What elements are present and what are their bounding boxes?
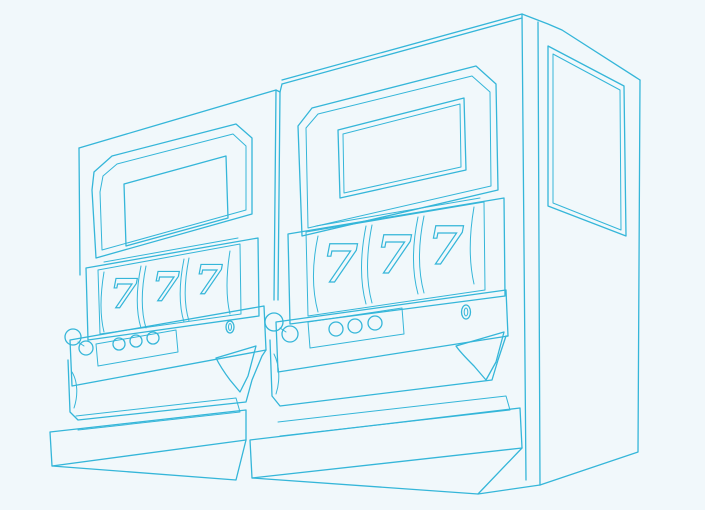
slot-machine-left: 7 7 7 bbox=[49, 89, 281, 481]
coin-slot bbox=[460, 304, 472, 320]
cabinet-side-panel bbox=[281, 13, 641, 486]
reel-symbol: 7 bbox=[322, 234, 358, 295]
play-buttons bbox=[112, 331, 160, 351]
lever-knob bbox=[64, 328, 94, 356]
reel-symbol: 7 bbox=[195, 257, 223, 304]
reel-symbol: 7 bbox=[152, 264, 180, 311]
coin-tray bbox=[49, 409, 247, 467]
reel-window: 7 7 7 bbox=[313, 206, 475, 313]
play-buttons bbox=[328, 315, 383, 337]
display-screen bbox=[123, 155, 229, 247]
reel-symbol: 7 bbox=[110, 271, 138, 318]
lever-knob bbox=[264, 312, 299, 343]
coin-slot bbox=[225, 320, 235, 334]
reel-symbol: 7 bbox=[376, 225, 412, 286]
reel-window: 7 7 7 bbox=[100, 250, 231, 333]
reel-symbol: 7 bbox=[428, 216, 464, 277]
slot-machine-right: 7 7 7 bbox=[249, 17, 541, 495]
coin-tray bbox=[249, 407, 523, 479]
display-screen bbox=[337, 97, 467, 199]
